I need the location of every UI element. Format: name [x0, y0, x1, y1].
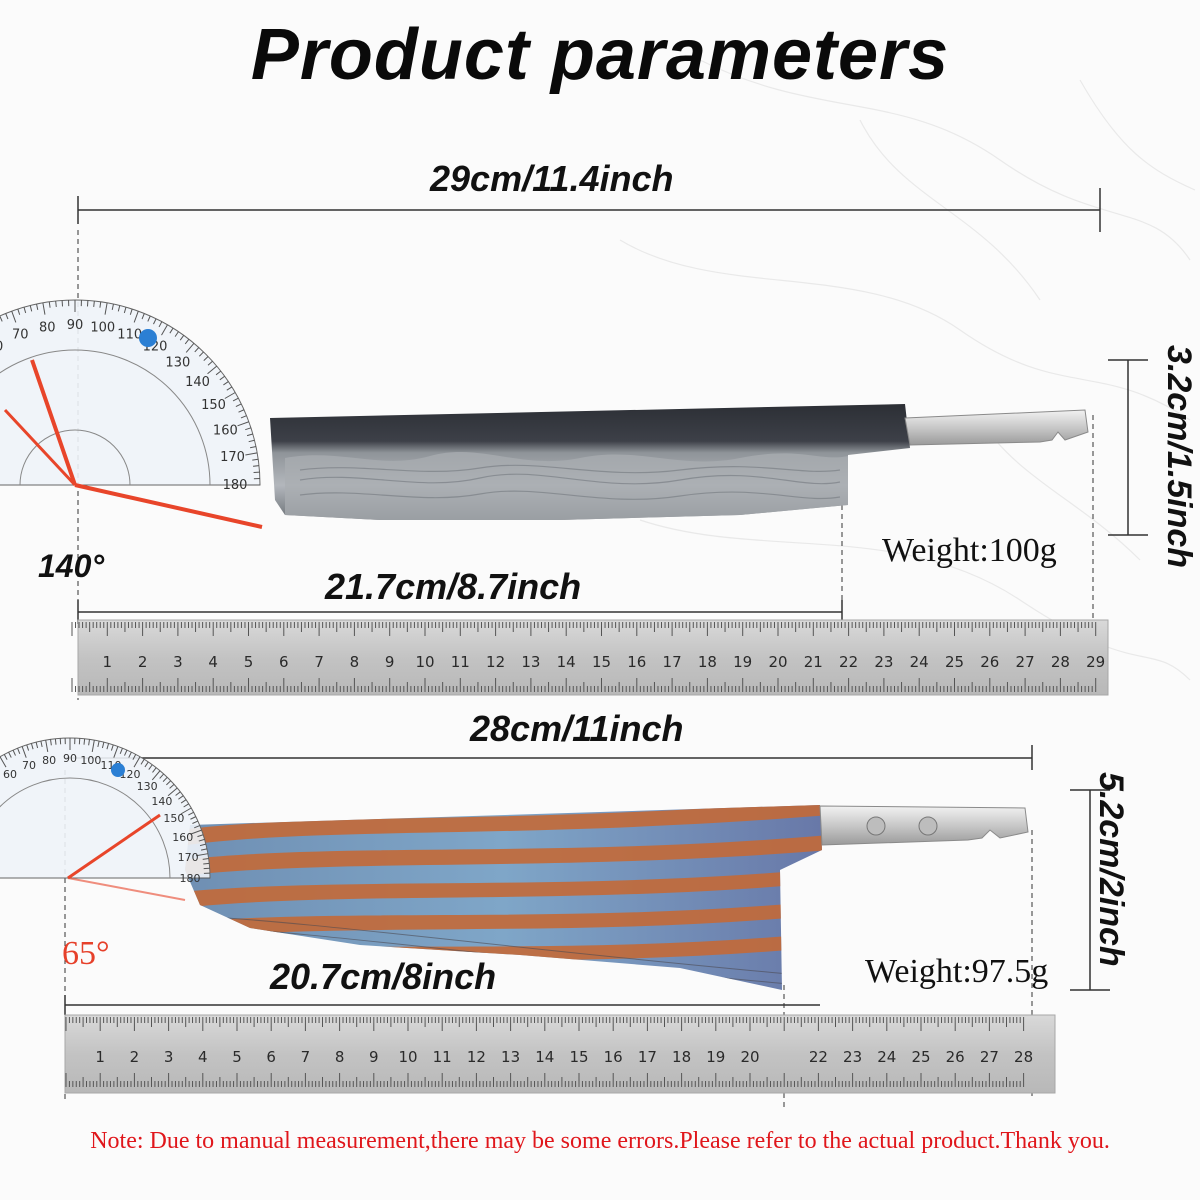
ruler-number: 13: [521, 653, 540, 671]
page-title: Product parameters: [250, 15, 950, 95]
ruler-number: 9: [385, 653, 395, 671]
protractor1: 1020304050607080901001101201301401501601…: [0, 299, 263, 529]
protractor-number: 160: [213, 423, 238, 438]
protractor-number: 80: [42, 754, 56, 767]
ruler-number: 12: [467, 1048, 486, 1066]
ruler-number: 25: [911, 1048, 930, 1066]
ruler-number: 19: [733, 653, 752, 671]
protractor-number: 170: [178, 851, 199, 864]
ruler-number: 25: [945, 653, 964, 671]
knife2-blade-length: 20.7cm/8inch: [270, 956, 497, 997]
ruler-number: 8: [350, 653, 360, 671]
ruler-number: 8: [335, 1048, 345, 1066]
ruler-number: 21: [804, 653, 823, 671]
protractor-number: 150: [201, 398, 226, 413]
ruler-number: 7: [301, 1048, 311, 1066]
ruler-number: 16: [627, 653, 646, 671]
ruler-number: 14: [535, 1048, 554, 1066]
ruler-number: 11: [451, 653, 470, 671]
knife1-total-length: 29cm/11.4inch: [430, 158, 674, 199]
ruler-number: 24: [877, 1048, 896, 1066]
ruler-number: 3: [164, 1048, 174, 1066]
ruler-number: 16: [604, 1048, 623, 1066]
protractor-number: 170: [220, 450, 245, 465]
ruler-number: 17: [638, 1048, 657, 1066]
ruler-number: 14: [557, 653, 576, 671]
knife1-height: 3.2cm/1.5inch: [1160, 345, 1198, 569]
protractor-number: 180: [180, 872, 201, 885]
protractor-number: 70: [22, 759, 36, 772]
protractor-number: 90: [67, 318, 84, 333]
ruler-number: 20: [740, 1048, 759, 1066]
protractor-number: 130: [165, 355, 190, 370]
ruler-number: 2: [130, 1048, 140, 1066]
ruler-number: 4: [198, 1048, 208, 1066]
knife1-angle: 140°: [38, 548, 105, 584]
ruler-number: 5: [244, 653, 254, 671]
protractor-number: 80: [39, 320, 56, 335]
marble-texture: [619, 59, 1196, 681]
ruler-number: 23: [874, 653, 893, 671]
protractor-number: 150: [163, 812, 184, 825]
protractor-number: 100: [80, 754, 101, 767]
ruler-number: 12: [486, 653, 505, 671]
ruler-number: 22: [809, 1048, 828, 1066]
ruler-number: 11: [433, 1048, 452, 1066]
protractor-number: 110: [117, 328, 142, 343]
protractor-number: 140: [151, 795, 172, 808]
ruler-number: 3: [173, 653, 183, 671]
protractor-number: 60: [3, 768, 17, 781]
ruler-number: 2: [138, 653, 148, 671]
ruler-number: 29: [1086, 653, 1105, 671]
protractor-number: 90: [63, 752, 77, 765]
ruler-number: 13: [501, 1048, 520, 1066]
protractor-number: 140: [185, 375, 210, 390]
ruler-number: 1: [103, 653, 113, 671]
ruler-number: 18: [672, 1048, 691, 1066]
ruler-number: 18: [698, 653, 717, 671]
disclaimer-note: Note: Due to manual measurement,there ma…: [90, 1128, 1110, 1154]
knife1-blade-length: 21.7cm/8.7inch: [325, 566, 582, 607]
knife2-angle: 65°: [62, 935, 110, 972]
protractor-number: 130: [137, 780, 158, 793]
ruler-number: 28: [1051, 653, 1070, 671]
knife1-weight: Weight:100g: [882, 532, 1057, 569]
protractor-number: 100: [90, 320, 115, 335]
ruler-number: 26: [980, 653, 999, 671]
ruler-number: 6: [279, 653, 289, 671]
ruler-number: 19: [706, 1048, 725, 1066]
ruler-number: 24: [910, 653, 929, 671]
ruler-number: 15: [569, 1048, 588, 1066]
ruler-number: 26: [946, 1048, 965, 1066]
ruler-number: 20: [768, 653, 787, 671]
ruler-number: 9: [369, 1048, 379, 1066]
knife2-height: 5.2cm/2inch: [1092, 772, 1130, 967]
ruler-number: 28: [1014, 1048, 1033, 1066]
ruler-number: 1: [95, 1048, 105, 1066]
ruler-number: 27: [1016, 653, 1035, 671]
ruler-number: 10: [398, 1048, 417, 1066]
knife2-weight: Weight:97.5g: [865, 953, 1049, 990]
protractor-number: 60: [0, 339, 3, 354]
knife1-image: [270, 404, 1089, 520]
ruler-number: 15: [592, 653, 611, 671]
knife2-total-length: 28cm/11inch: [470, 708, 684, 749]
protractor-number: 160: [172, 831, 193, 844]
ruler-number: 23: [843, 1048, 862, 1066]
ruler-number: 5: [232, 1048, 242, 1066]
protractor-number: 180: [223, 478, 248, 493]
ruler-number: 22: [839, 653, 858, 671]
protractor-number: 70: [12, 328, 29, 343]
ruler-number: 7: [314, 653, 324, 671]
protractor2: 1020304050607080901001101201301401501601…: [0, 737, 211, 901]
ruler-number: 4: [208, 653, 218, 671]
ruler-number: 27: [980, 1048, 999, 1066]
ruler-number: 6: [266, 1048, 276, 1066]
ruler-number: 17: [663, 653, 682, 671]
ruler-number: 10: [415, 653, 434, 671]
